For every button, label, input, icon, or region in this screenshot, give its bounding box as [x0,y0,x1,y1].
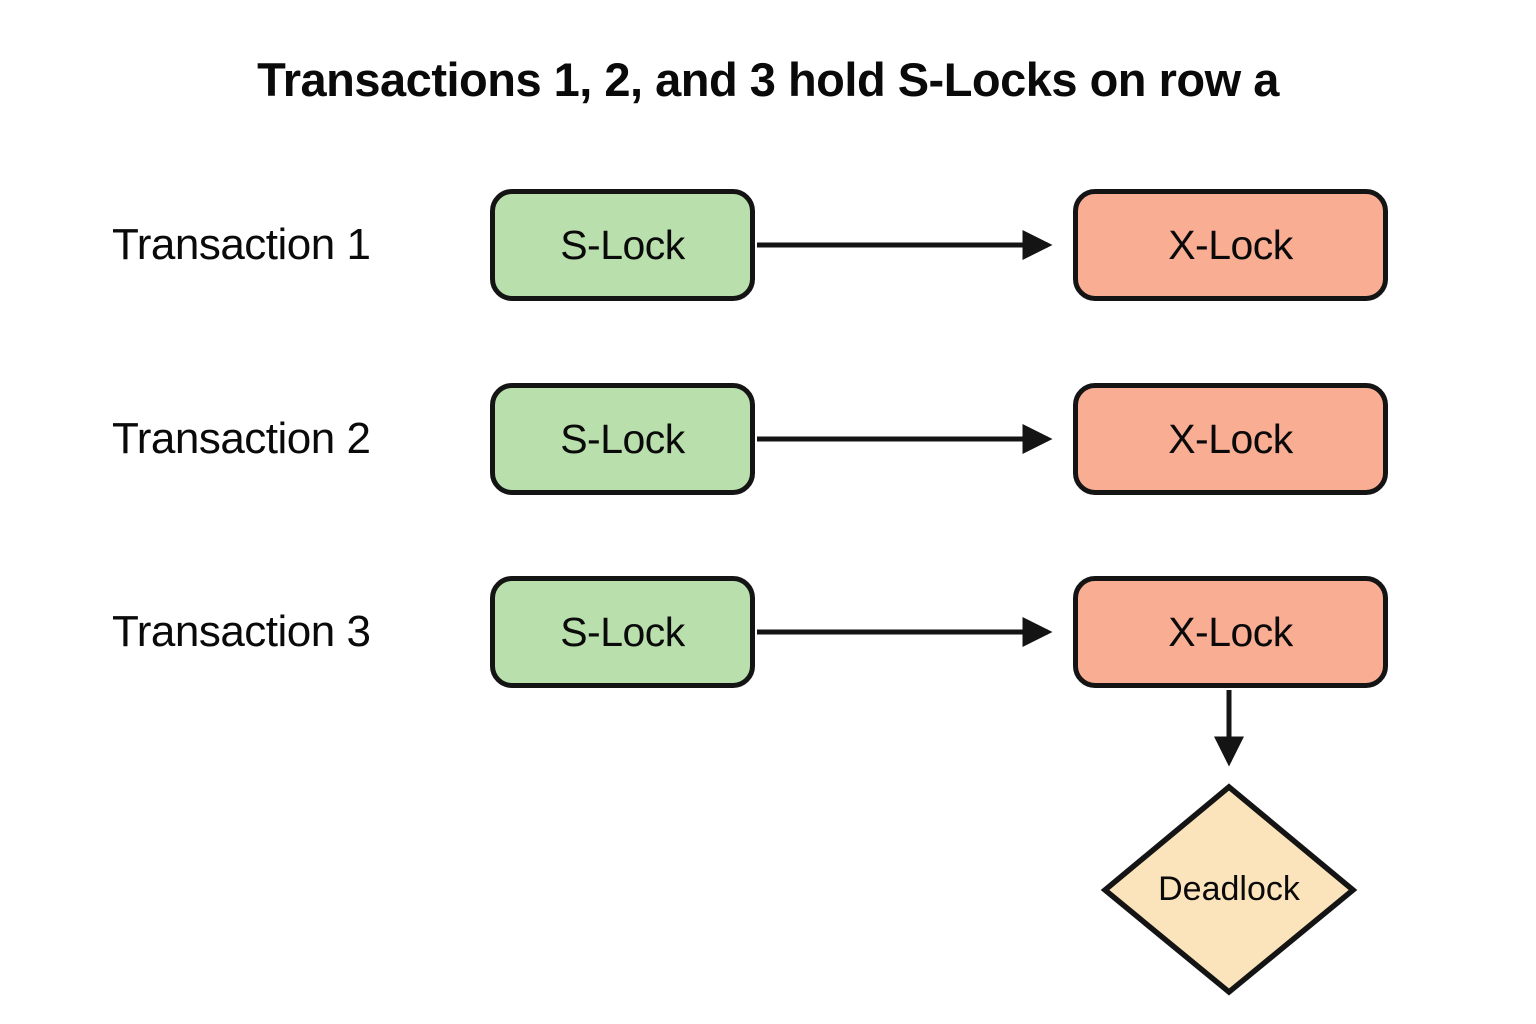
s-lock-node-label: S-Lock [560,608,685,655]
s-lock-node-label: S-Lock [560,221,685,268]
row-label-transaction-3: Transaction 3 [112,607,371,656]
x-lock-node-label: X-Lock [1168,415,1293,462]
row-label-transaction-1: Transaction 1 [112,220,371,269]
x-lock-node-label: X-Lock [1168,608,1293,655]
s-lock-node-transaction-3: S-Lock [490,576,755,688]
row-label-transaction-2: Transaction 2 [112,414,371,463]
diagram-title: Transactions 1, 2, and 3 hold S-Locks on… [257,53,1279,106]
x-lock-node-transaction-2: X-Lock [1073,383,1388,495]
deadlock-label: Deadlock [1158,870,1300,908]
x-lock-node-label: X-Lock [1168,221,1293,268]
x-lock-node-transaction-1: X-Lock [1073,189,1388,301]
x-lock-node-transaction-3: X-Lock [1073,576,1388,688]
s-lock-node-transaction-2: S-Lock [490,383,755,495]
s-lock-node-transaction-1: S-Lock [490,189,755,301]
s-lock-node-label: S-Lock [560,415,685,462]
